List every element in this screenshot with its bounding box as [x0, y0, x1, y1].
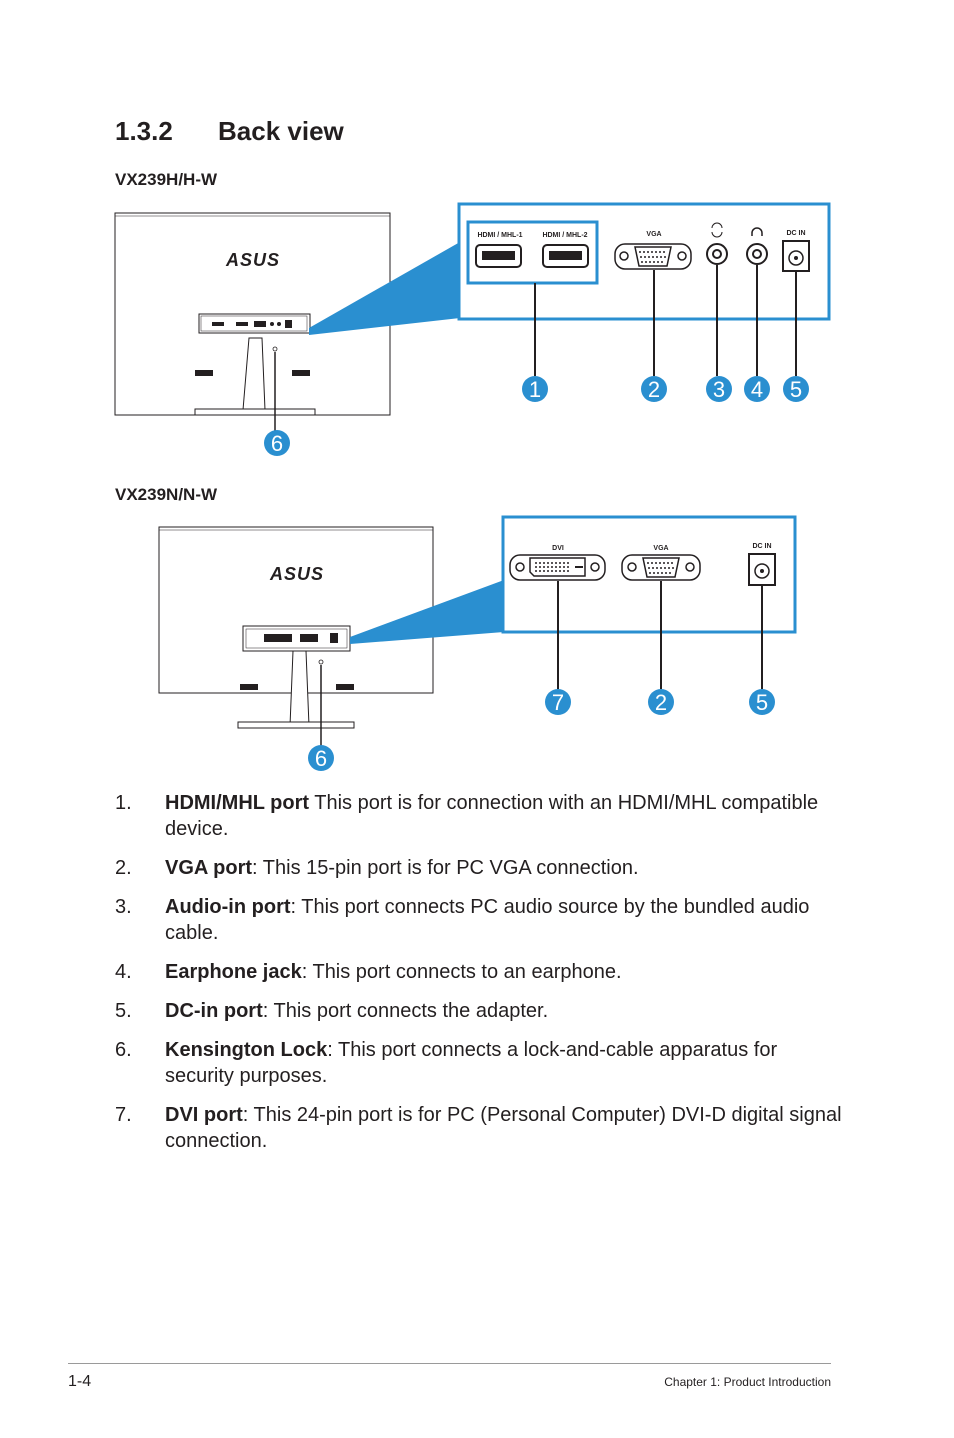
item-term: DC-in port	[165, 1000, 263, 1022]
item-term: DVI port	[165, 1104, 243, 1126]
earphone-port	[746, 243, 768, 265]
section-title: Back view	[218, 116, 344, 146]
item-term: HDMI/MHL port	[165, 792, 310, 814]
svg-text:5: 5	[790, 377, 802, 402]
callout-2-2: 2	[648, 689, 674, 715]
dvi-port	[509, 554, 606, 581]
callout-1-5: 5	[783, 376, 809, 402]
asus-logo: ASUS	[269, 564, 324, 584]
item-text: : This port connects to an earphone.	[301, 961, 622, 983]
port-panel-1: HDMI / MHL-1 HDMI / MHL-2 VGA DC IN	[457, 202, 831, 321]
chapter-label: Chapter 1: Product Introduction	[664, 1375, 831, 1389]
svg-text:3: 3	[713, 377, 725, 402]
back-view-diagram: ASUS HDMI / MHL-1 HDMI / MHL-2 VGA DC IN	[114, 202, 831, 771]
callout-1-6: 6	[264, 430, 290, 456]
item-term: VGA port	[165, 857, 253, 879]
svg-text:2: 2	[648, 377, 660, 402]
svg-text:4: 4	[751, 377, 763, 402]
port-label-dcin2: DC IN	[752, 543, 771, 550]
model-heading-1: VX239H/H-W	[115, 170, 218, 189]
svg-text:5: 5	[756, 690, 768, 715]
port-label-hdmi1: HDMI / MHL-1	[477, 232, 522, 239]
port-description-list: 1.HDMI/MHL port This port is for connect…	[115, 790, 845, 1167]
item-term: Kensington Lock	[165, 1039, 328, 1061]
callout-2-5: 5	[749, 689, 775, 715]
port-label-hdmi2: HDMI / MHL-2	[542, 232, 587, 239]
item-text: : This port connects a lock-and-cable ap…	[165, 1039, 778, 1087]
svg-text:7: 7	[552, 690, 564, 715]
port-label-vga1: VGA	[646, 231, 661, 238]
item-term: Earphone jack	[165, 961, 302, 983]
item-text: : This port connects PC audio source by …	[165, 896, 810, 944]
list-item: 4.Earphone jack: This port connects to a…	[115, 961, 622, 983]
callout-2-6: 6	[308, 745, 334, 771]
item-text: : This port connects the adapter.	[262, 1000, 549, 1022]
asus-logo: ASUS	[225, 250, 280, 270]
list-item: 7.DVI port: This 24-pin port is for PC (…	[115, 1104, 842, 1152]
port-label-dcin1: DC IN	[786, 230, 805, 237]
port-label-dvi: DVI	[552, 545, 564, 552]
svg-text:6: 6	[315, 746, 327, 771]
list-item: 2.VGA port: This 15-pin port is for PC V…	[115, 857, 639, 879]
section-number: 1.3.2	[115, 116, 173, 146]
callout-1-2: 2	[641, 376, 667, 402]
svg-text:6: 6	[271, 431, 283, 456]
list-item: 3.Audio-in port: This port connects PC a…	[115, 896, 810, 944]
item-text: : This 15-pin port is for PC VGA connect…	[252, 857, 639, 879]
port-panel-2: DVI VGA DC IN	[501, 515, 797, 634]
zoom-wedge-1	[309, 242, 460, 335]
item-term: Audio-in port	[165, 896, 291, 918]
zoom-wedge-2	[350, 580, 504, 644]
callout-1-4: 4	[744, 376, 770, 402]
audio-in-port	[706, 243, 728, 265]
vga-port-2	[621, 554, 701, 581]
model-heading-2: VX239N/N-W	[115, 485, 218, 504]
footer-divider	[68, 1363, 831, 1364]
svg-text:2: 2	[655, 690, 667, 715]
list-item: 6.Kensington Lock: This port connects a …	[115, 1039, 778, 1087]
callout-2-7: 7	[545, 689, 571, 715]
audio-in-icon	[711, 222, 723, 238]
monitor-back-2: ASUS	[158, 526, 434, 746]
list-item: 1.HDMI/MHL port This port is for connect…	[115, 792, 819, 840]
svg-text:1: 1	[529, 377, 541, 402]
item-text: : This 24-pin port is for PC (Personal C…	[165, 1104, 842, 1152]
headphone-icon	[751, 227, 763, 236]
callout-1-3: 3	[706, 376, 732, 402]
callout-1-1: 1	[522, 376, 548, 402]
vga-port-1	[614, 243, 692, 270]
page-number: 1-4	[68, 1373, 92, 1390]
port-label-vga2: VGA	[653, 545, 668, 552]
item-text: This port is for connection with an HDMI…	[165, 792, 819, 840]
list-item: 5.DC-in port: This port connects the ada…	[115, 1000, 549, 1022]
